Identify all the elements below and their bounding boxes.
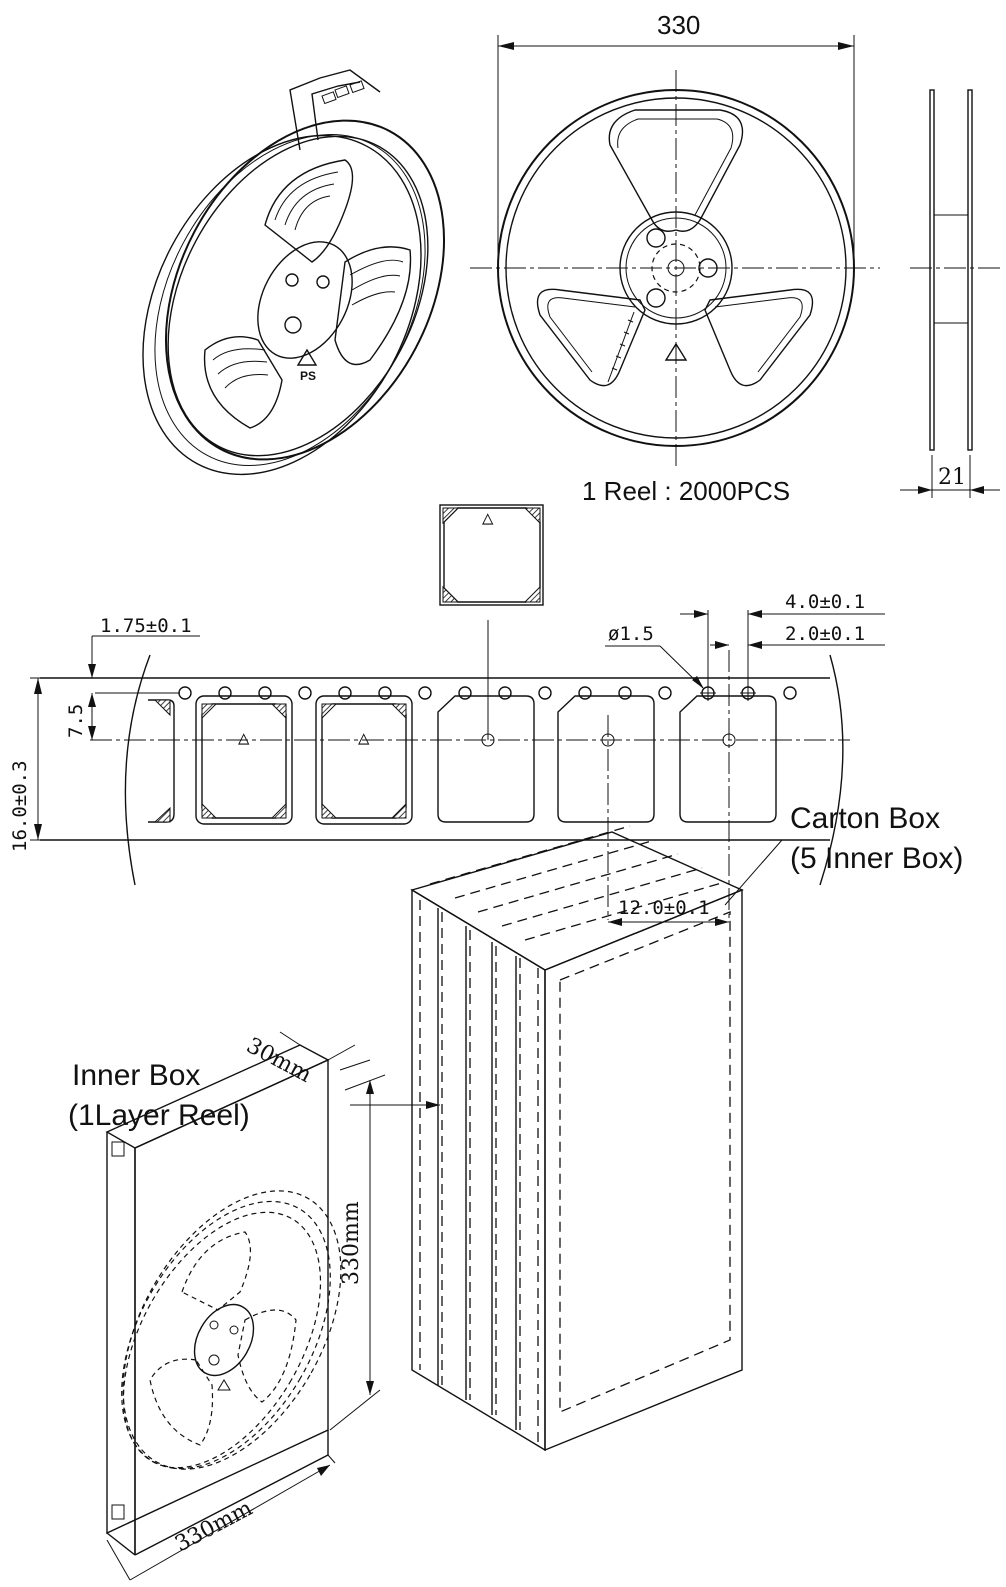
hole-pitch-label: 4.0±0.1 — [785, 591, 865, 613]
inner-box: Inner Box (1Layer Reel) 30mm 330mm 330mm — [68, 1031, 440, 1581]
empty-pockets — [437, 695, 777, 823]
carton-box: Carton Box (5 Inner Box) — [410, 802, 963, 1452]
hole-diameter-label: ø1.5 — [608, 623, 654, 645]
carrier-tape: △ △ 16.0±0.3 7.5 — [9, 591, 885, 926]
inner-width-label: 330mm — [171, 1496, 257, 1557]
edge-offset-label: 1.75±0.1 — [100, 615, 192, 637]
component-top-view: △ — [439, 504, 544, 740]
reel-front-view: 330 1 Reel : 2000PCS — [470, 10, 880, 506]
reel-perspective-view: PS — [142, 69, 446, 476]
reel-width-label: 21 — [938, 465, 966, 490]
reel-quantity-label: 1 Reel : 2000PCS — [582, 476, 790, 506]
pocket-pitch-label: 12.0±0.1 — [618, 897, 710, 919]
tape-width-label: 16.0±0.3 — [9, 760, 31, 852]
inner-subtitle: (1Layer Reel) — [68, 1099, 250, 1132]
pin1-mark-pocket-2: △ — [358, 727, 370, 749]
reel-recycle-code: PS — [300, 369, 316, 383]
hole-to-center-label: 7.5 — [65, 704, 87, 738]
inner-title: Inner Box — [72, 1059, 200, 1092]
carton-title: Carton Box — [790, 802, 940, 835]
pin1-mark-pocket-1: △ — [238, 727, 250, 749]
pin1-mark: △ — [482, 507, 494, 529]
reel-side-view: 21 — [900, 89, 1000, 498]
inner-height-label: 330mm — [339, 1201, 364, 1285]
hole-to-pocket-label: 2.0±0.1 — [785, 623, 865, 645]
inner-thickness-label: 30mm — [242, 1033, 315, 1088]
reel-diameter-label: 330 — [657, 10, 700, 40]
carton-subtitle: (5 Inner Box) — [790, 842, 963, 875]
